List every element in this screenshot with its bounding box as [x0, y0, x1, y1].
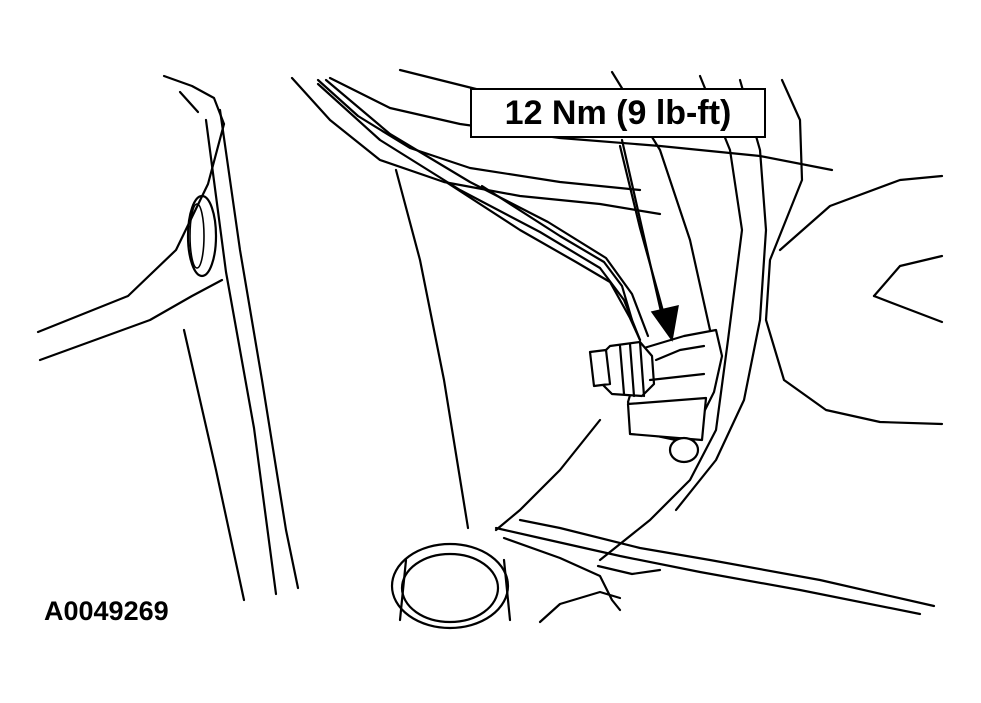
torque-callout: 12 Nm (9 lb-ft): [470, 88, 766, 138]
figure-id: A0049269: [44, 596, 169, 626]
wire-harness: [316, 78, 650, 342]
lower-arm: [390, 418, 936, 630]
torque-label: 12 Nm (9 lb-ft): [504, 93, 732, 132]
central-casting: [290, 68, 834, 562]
callout-leader: [620, 138, 679, 342]
left-housing: [36, 74, 422, 610]
pointer-arrow-icon: [650, 305, 679, 342]
sensor-assembly: [588, 328, 724, 464]
right-housing: [764, 78, 944, 426]
